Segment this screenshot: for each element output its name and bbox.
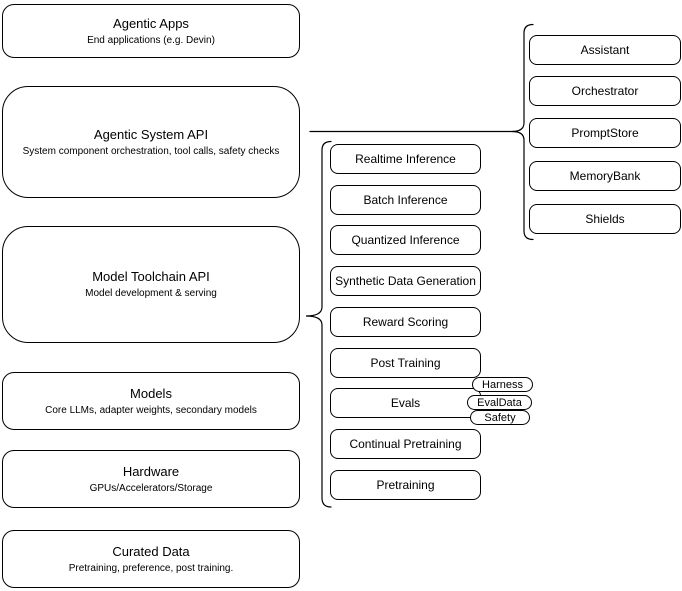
toolchain-item-label: Quantized Inference [351,233,460,247]
node-title: Agentic System API [93,126,209,142]
toolchain-item-post-training: Post Training [330,348,481,378]
evals-tag-label: Harness [482,378,523,391]
evals-tag-label: EvalData [477,396,522,409]
toolchain-brace [305,140,332,508]
component-label: Shields [585,212,625,226]
node-title: Model Toolchain API [92,269,210,284]
toolchain-item-label: Batch Inference [363,193,448,207]
node-title: Agentic Apps [113,15,189,31]
component-shields: Shields [529,204,681,234]
node-subtitle: GPUs/Accelerators/Storage [89,482,213,494]
node-curated-data: Curated Data Pretraining, preference, po… [2,530,300,588]
node-subtitle: Core LLMs, adapter weights, secondary mo… [45,404,257,416]
node-subtitle: Model development & serving [85,288,217,299]
node-models: Models Core LLMs, adapter weights, secon… [2,372,300,430]
component-label: PromptStore [571,126,639,140]
toolchain-item-label: Realtime Inference [355,152,456,166]
component-label: Assistant [580,43,630,57]
component-label: MemoryBank [569,169,641,183]
component-promptstore: PromptStore [529,118,681,148]
evals-tag-safety: Safety [470,410,530,425]
evals-tag-harness: Harness [472,377,533,392]
toolchain-item-synthetic-data-generation: Synthetic Data Generation [330,266,481,296]
node-title: Curated Data [112,543,190,559]
toolchain-item-pretraining: Pretraining [330,470,481,500]
toolchain-item-label: Evals [390,396,421,410]
component-orchestrator: Orchestrator [529,76,681,106]
toolchain-item-batch-inference: Batch Inference [330,185,481,215]
toolchain-item-continual-pretraining: Continual Pretraining [330,429,481,459]
node-agentic-system-api: Agentic System API System component orch… [2,86,300,198]
toolchain-item-label: Reward Scoring [362,315,449,329]
node-subtitle: System component orchestration, tool cal… [22,145,280,157]
node-agentic-apps: Agentic Apps End applications (e.g. Devi… [2,4,300,58]
evals-tag-evaldata: EvalData [467,395,532,410]
toolchain-item-quantized-inference: Quantized Inference [330,225,481,255]
toolchain-item-label: Synthetic Data Generation [335,274,476,288]
toolchain-item-realtime-inference: Realtime Inference [330,144,481,174]
node-title: Models [130,385,172,401]
toolchain-item-evals: Evals [330,388,481,418]
node-subtitle: End applications (e.g. Devin) [87,34,215,46]
node-subtitle: Pretraining, preference, post training. [68,562,234,574]
node-model-toolchain-api: Model Toolchain API Model development & … [2,226,300,343]
toolchain-item-label: Pretraining [376,478,435,492]
evals-tag-label: Safety [484,411,516,424]
toolchain-item-label: Continual Pretraining [349,437,462,451]
component-label: Orchestrator [571,84,639,98]
toolchain-item-label: Post Training [370,356,441,370]
component-assistant: Assistant [529,35,681,65]
node-title: Hardware [122,463,180,479]
component-memorybank: MemoryBank [529,161,681,191]
node-hardware: Hardware GPUs/Accelerators/Storage [2,450,300,508]
toolchain-item-reward-scoring: Reward Scoring [330,307,481,337]
